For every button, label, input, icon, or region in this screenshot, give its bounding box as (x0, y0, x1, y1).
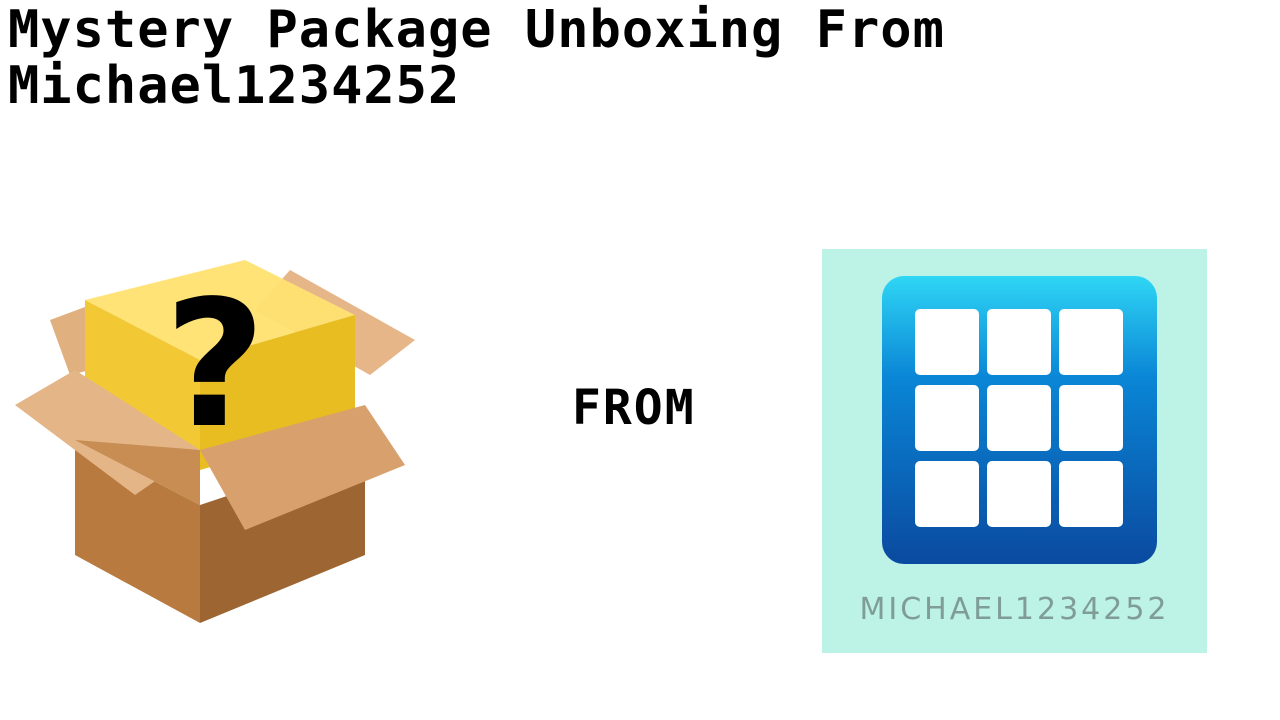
logo-caption: MICHAEL1234252 (859, 592, 1170, 627)
from-label: FROM (572, 380, 696, 436)
question-mark-icon: ? (164, 264, 266, 467)
page-title: Mystery Package Unboxing From Michael123… (8, 0, 945, 116)
michael1234252-logo (822, 249, 1207, 653)
mystery-box-icon: ? (10, 255, 420, 630)
